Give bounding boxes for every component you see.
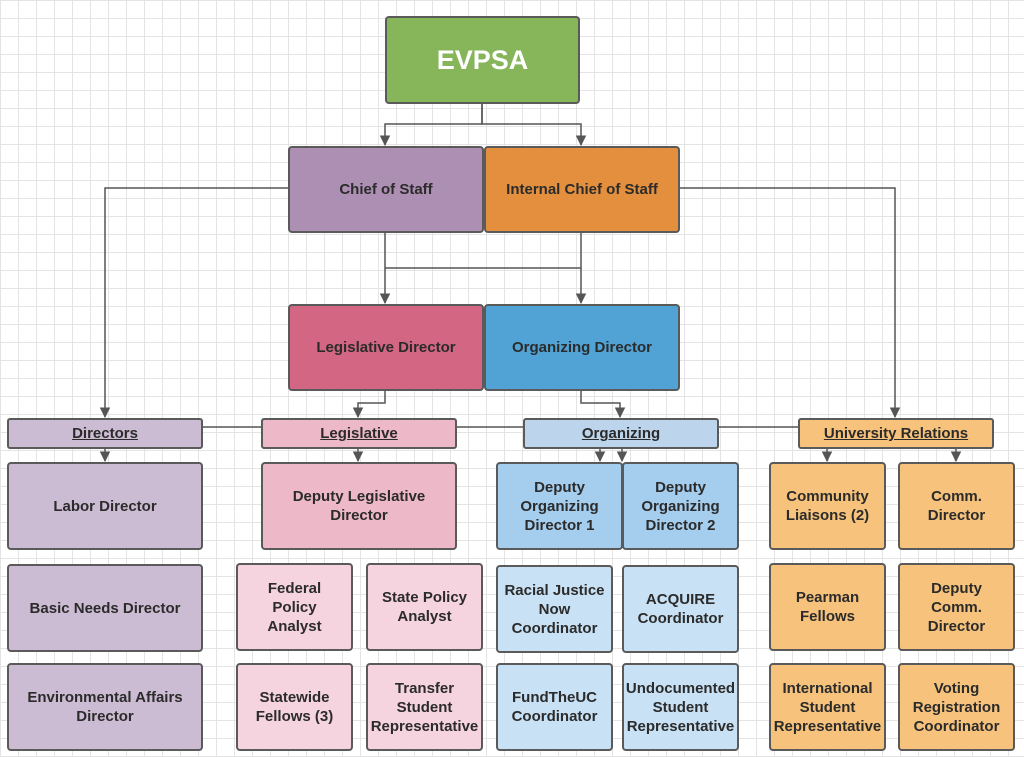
chief-of-staff-box: Chief of Staff xyxy=(288,146,484,233)
transfer-student-representative-box: Transfer Student Representative xyxy=(366,663,483,751)
acquire-coordinator-box: ACQUIRE Coordinator xyxy=(622,565,739,653)
line-chiefs-legdir xyxy=(385,232,582,303)
directors-header: Directors xyxy=(7,418,203,449)
line-legdir-legislative xyxy=(352,390,386,419)
federal-policy-analyst-box: Federal Policy Analyst xyxy=(236,563,353,651)
labor-director-box: Labor Director xyxy=(7,462,203,550)
university-relations-header: University Relations xyxy=(798,418,994,449)
line-evpsa-chief xyxy=(379,103,483,147)
racial-justice-now-coordinator-box: Racial Justice Now Coordinator xyxy=(496,565,613,653)
evpsa-box: EVPSA xyxy=(385,16,580,104)
organizing-director-box: Organizing Director xyxy=(484,304,680,391)
statewide-fellows-box: Statewide Fellows (3) xyxy=(236,663,353,751)
deputy-legislative-director-box: Deputy Legislative Director xyxy=(261,462,457,550)
comm-director-box: Comm. Director xyxy=(898,462,1015,550)
organizing-header: Organizing xyxy=(523,418,719,449)
undocumented-student-representative-box: Undocumented Student Representative xyxy=(622,663,739,751)
line-internal-ur xyxy=(678,187,901,419)
legislative-director-box: Legislative Director xyxy=(288,304,484,391)
basic-needs-director-box: Basic Needs Director xyxy=(7,564,203,652)
deputy-organizing-director-1-box: Deputy Organizing Director 1 xyxy=(496,462,623,550)
line-evpsa-internal xyxy=(481,103,587,147)
pearman-fellows-box: Pearman Fellows xyxy=(769,563,886,651)
legislative-header: Legislative xyxy=(261,418,457,449)
voting-registration-coordinator-box: Voting Registration Coordinator xyxy=(898,663,1015,751)
deputy-comm-director-box: Deputy Comm. Director xyxy=(898,563,1015,651)
environmental-affairs-director-box: Environmental Affairs Director xyxy=(7,663,203,751)
internal-chief-of-staff-box: Internal Chief of Staff xyxy=(484,146,680,233)
state-policy-analyst-box: State Policy Analyst xyxy=(366,563,483,651)
deputy-organizing-director-2-box: Deputy Organizing Director 2 xyxy=(622,462,739,550)
line-chief-directors xyxy=(99,187,288,419)
fundtheuc-coordinator-box: FundTheUC Coordinator xyxy=(496,663,613,751)
line-orgdir-organizing xyxy=(580,390,626,419)
international-student-representative-box: International Student Representative xyxy=(769,663,886,751)
community-liaisons-box: Community Liaisons (2) xyxy=(769,462,886,550)
